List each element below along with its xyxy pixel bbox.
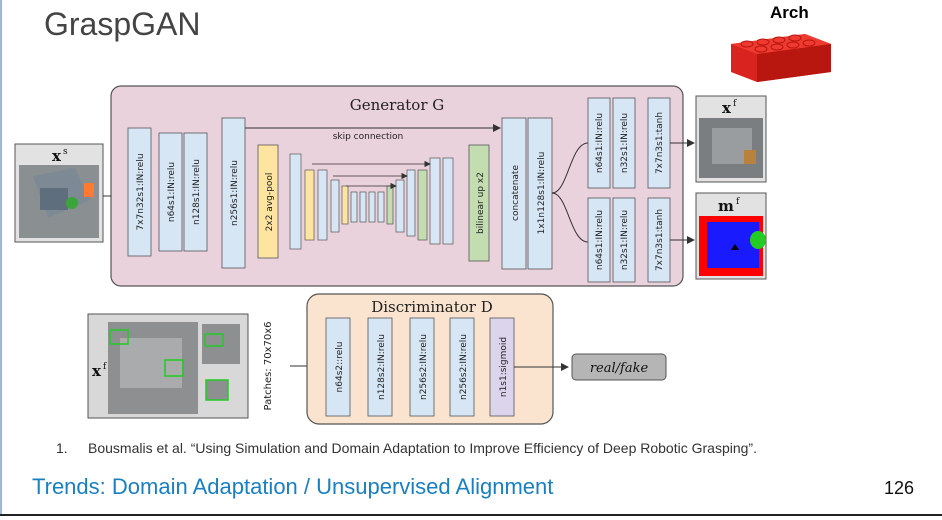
page-number: 126 [884,478,915,498]
output-image-sup: f [733,99,737,109]
disc-layer-2 [367,317,393,417]
gen-upsample-label: bilinear up x2 [476,172,486,234]
branch-top-curve [551,142,589,194]
unet-inner-blocks [289,153,454,250]
footnote-citation: Bousmalis et al. “Using Simulation and D… [88,440,757,456]
disc-input-sup: f [103,362,107,372]
generator-title: Generator G [350,96,445,114]
sim-scene-image [19,165,99,238]
bottom-branch-layer-2 [612,197,636,283]
generated-scene-image [699,118,763,178]
arch-label: Arch [770,3,809,22]
gen-layer-3 [183,132,208,252]
disc-layer-4-label: n256s2:IN:relu [459,334,469,400]
bottom-branch-layer-1-label: n64s1:IN:relu [595,210,605,270]
top-branch-layer-2-label: n32s1:IN:relu [620,113,630,173]
footnote-number: 1. [56,440,68,456]
bottom-branch-layer-3-label: 7x7n3s1:tanh [655,209,665,271]
disc-sigmoid [489,317,515,417]
gen-1x1conv [527,117,553,270]
skip-connection-label: skip connection [333,132,404,142]
gen-layer-4 [221,117,246,269]
gen-layer-1 [127,127,152,257]
top-branch-layer-1 [587,97,611,189]
branch-bottom-curve [551,192,589,243]
gen-concatenate-label: concatenate [511,165,521,221]
gen-upsample [468,144,490,262]
disc-layer-3-label: n256s2:IN:relu [419,334,429,400]
gen-layer-1-label: 7x7n32s1:IN:relu [136,153,146,230]
gen-1x1conv-label: 1x1n128s1:IN:relu [537,152,547,235]
gen-avgpool [257,144,279,259]
input-image-sup: s [63,147,68,157]
output-mask-sup: f [736,197,740,207]
section-title: Trends: Domain Adaptation / Unsupervised… [32,474,554,499]
gen-layer-4-label: n256s1:IN:relu [230,160,240,226]
disc-layer-4 [449,317,475,417]
lego-brick-icon [731,34,831,82]
top-branch-layer-1-label: n64s1:IN:relu [595,113,605,173]
segmentation-mask-image [699,216,766,276]
output-mask-label: m [718,197,734,215]
disc-layer-1-label: n64s2::relu [335,342,345,393]
disc-layer-3 [409,317,435,417]
top-branch-layer-2 [612,97,636,189]
disc-layer-1 [325,317,351,417]
bottom-branch-layer-2-label: n32s1:IN:relu [620,210,630,270]
disc-input-label: x [92,362,102,380]
gen-avgpool-label: 2x2 avg-pool [265,173,275,232]
realfake-output-label: real/fake [590,361,649,376]
input-image-label: x [52,147,62,165]
realfake-output-box [571,353,667,381]
patches-label: Patches: 70x70x6 [263,321,274,410]
gen-layer-3-label: n128s1:IN:relu [192,159,202,225]
discriminator-title: Discriminator D [371,298,493,316]
disc-input-scene-image [108,322,240,414]
output-image-label: x [722,99,732,117]
slide-title: GraspGAN [44,6,201,42]
top-branch-layer-3-label: 7x7n3s1:tanh [655,112,665,174]
disc-sigmoid-label: n1s1:sigmoid [499,337,509,397]
bottom-branch-layer-1 [587,197,611,283]
bottom-rule [0,514,942,516]
gen-layer-2 [158,132,183,252]
gen-concatenate [501,117,527,270]
disc-layer-2-label: n128s2:IN:relu [377,334,387,400]
gen-layer-2-label: n64s1:IN:relu [167,162,177,222]
left-accent-rule [0,0,2,514]
